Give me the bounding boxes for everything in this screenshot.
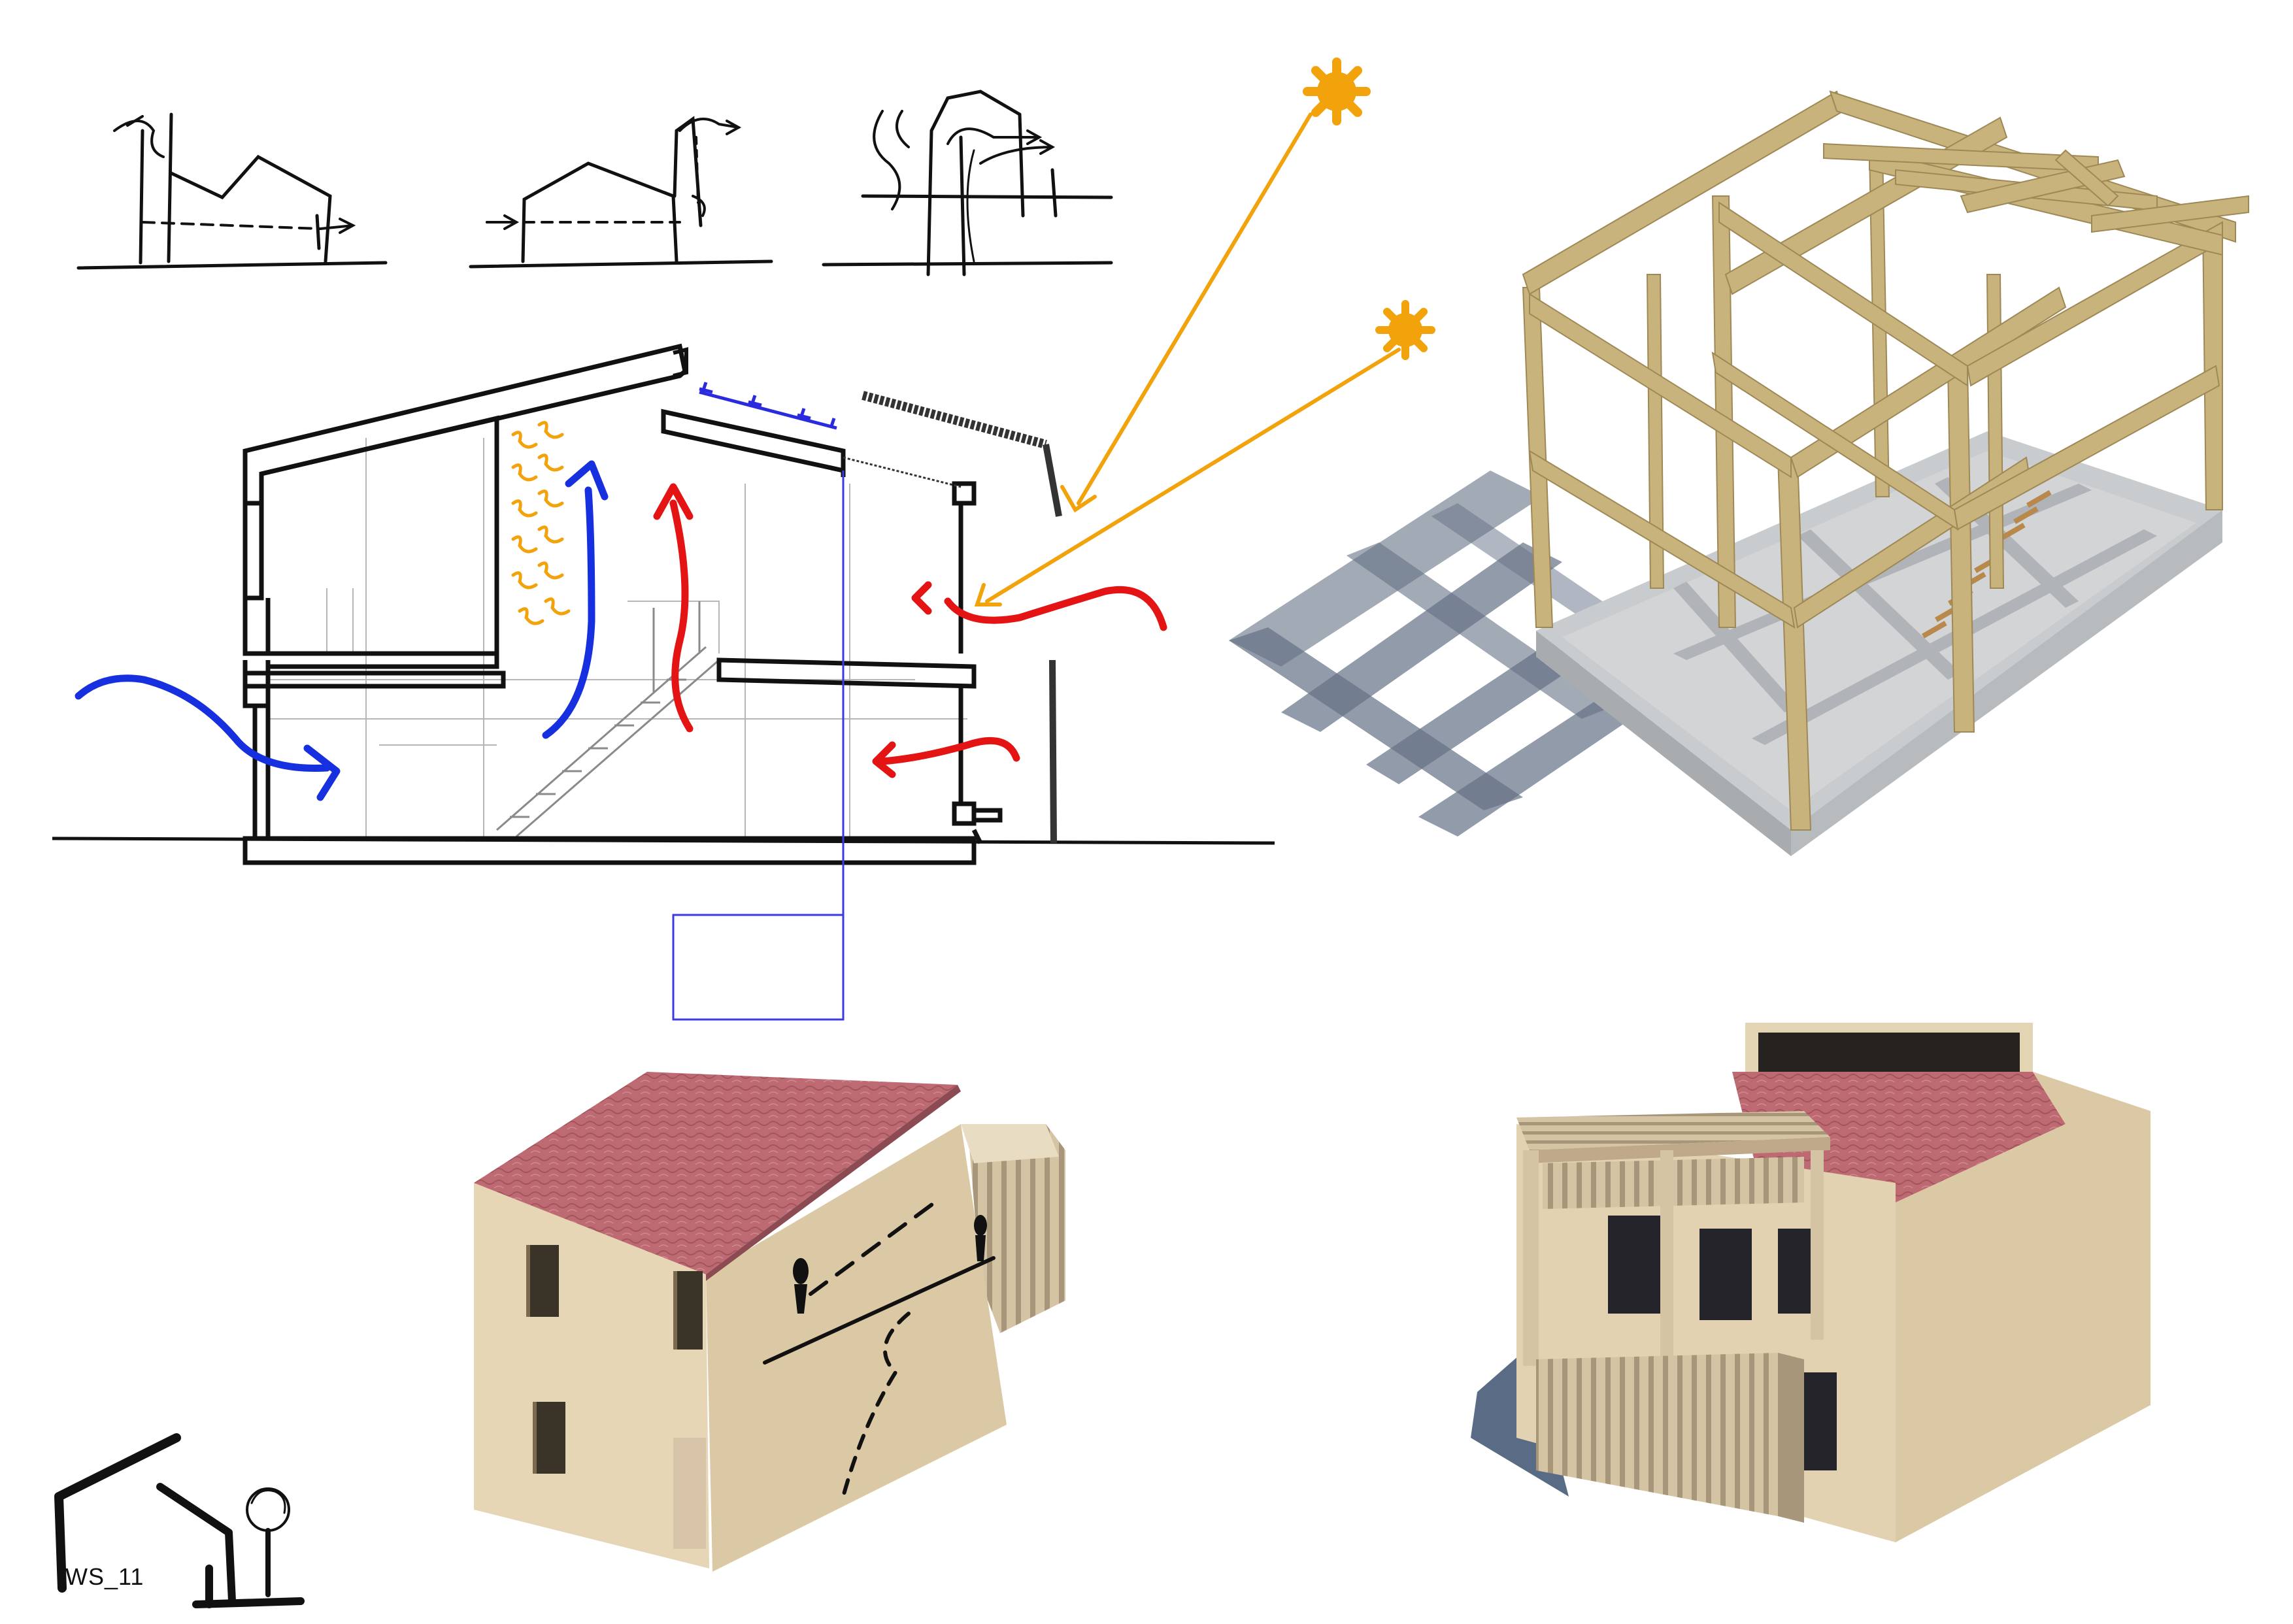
sun-icon (1303, 58, 1371, 125)
project-label: WS_11 (65, 1563, 144, 1590)
heat-rising-marks (511, 421, 571, 625)
external-shade (862, 391, 1062, 844)
sun-icon (1375, 300, 1435, 360)
cool-air-arrows (75, 460, 609, 801)
house-render-front (474, 1072, 1065, 1572)
concept-sketch-2 (469, 116, 773, 269)
section-stair (496, 601, 720, 838)
house-render-rear (1471, 1023, 2151, 1542)
house-tree-logo-icon (54, 1433, 305, 1608)
solar-panel (699, 382, 837, 430)
timber-frame-render (1229, 90, 2249, 856)
warm-air-arrows (653, 483, 1167, 778)
concept-sketch-3 (822, 90, 1113, 276)
sun-rays (974, 112, 1401, 606)
concept-sketch-1 (76, 112, 388, 270)
building-section (52, 343, 1275, 1021)
ground-duct (672, 471, 845, 1021)
